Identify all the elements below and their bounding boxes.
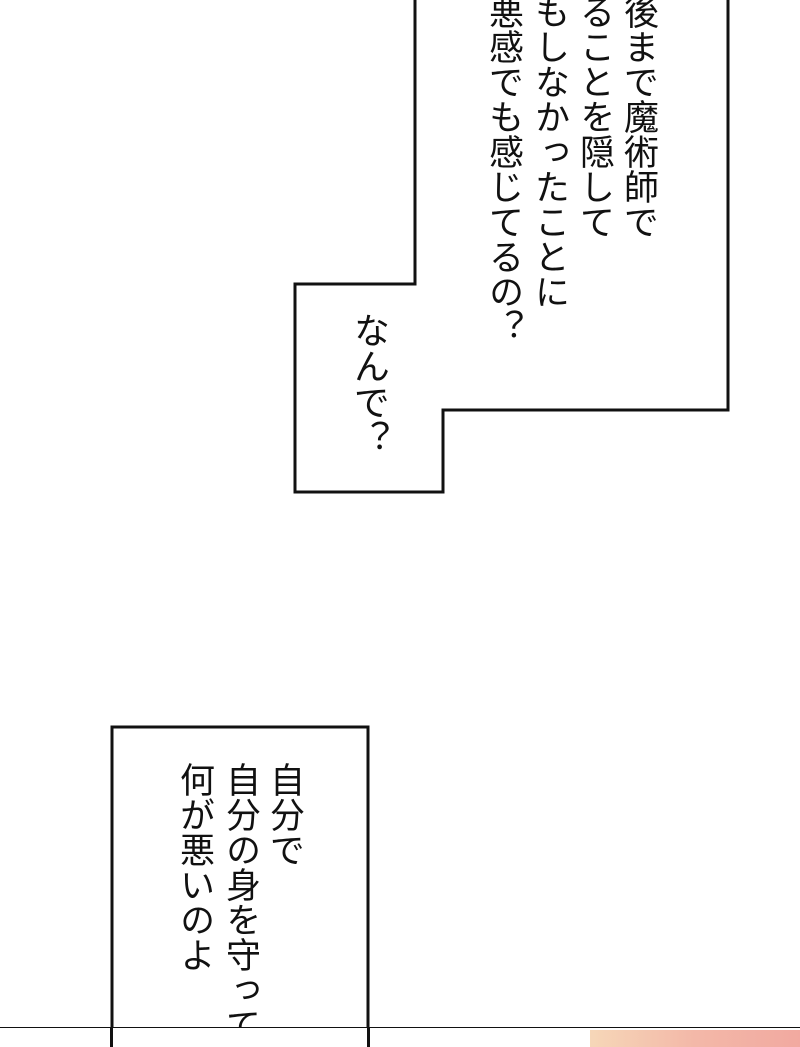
balloon-bottom-continuation	[110, 1028, 370, 1047]
balloon-bottom-outline	[110, 725, 370, 1047]
art-fragment	[590, 1030, 800, 1047]
balloon-middle-line-1: なんで？	[348, 312, 389, 456]
balloon-top-outline	[293, 0, 730, 494]
balloon-bottom-line-3: 何が悪いのよ	[174, 762, 214, 972]
balloon-bottom-line-2: 自分の身を守って	[220, 762, 260, 1042]
balloon-top-line-2: ることを隠して	[574, 0, 614, 239]
balloon-bottom-line-1: 自分で	[264, 762, 304, 867]
balloon-top-line-3: もしなかったことに	[529, 0, 569, 309]
balloon-top-line-4: 悪感でも感じてるの？	[483, 0, 523, 344]
balloon-top-line-1: 後まで魔術師で	[618, 0, 658, 239]
